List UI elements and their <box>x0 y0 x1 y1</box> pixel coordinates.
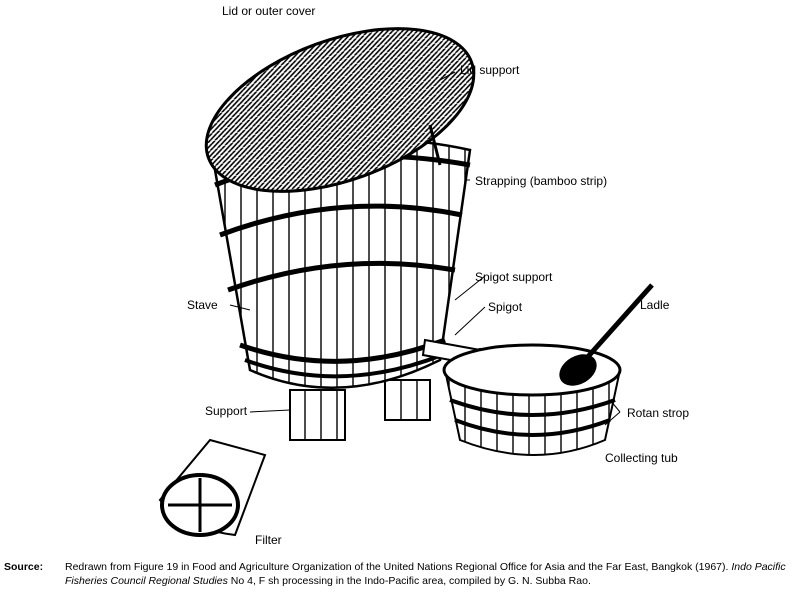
filter <box>158 438 267 537</box>
source-italic: Indo Pacific Fisheries Council Regional … <box>65 561 786 587</box>
ladle <box>559 283 654 386</box>
source-key: Source: <box>4 561 44 573</box>
lid-cover <box>204 27 476 193</box>
label-spigot: Spigot <box>488 300 523 314</box>
label-support: Support <box>205 404 248 418</box>
label-filter: Filter <box>255 533 282 547</box>
source-text-1: Redrawn from Figure 19 in Food and Agric… <box>65 561 732 573</box>
leader-lines <box>229 71 621 426</box>
label-ladle: Ladle <box>640 298 670 312</box>
label-rotan-strop: Rotan strop <box>627 406 690 420</box>
label-strapping: Strapping (bamboo strip) <box>475 174 608 188</box>
label-lid-support: Lid support <box>460 63 520 77</box>
source-caption: Source: Redrawn from Figure 19 in Food a… <box>4 560 789 588</box>
label-spigot-support: Spigot support <box>475 270 553 284</box>
support-blocks <box>289 379 431 441</box>
fish-sauce-barrel-illustration <box>158 27 654 537</box>
label-collecting-tub: Collecting tub <box>605 451 678 465</box>
label-lid: Lid or outer cover <box>222 4 316 18</box>
label-stave: Stave <box>187 298 218 312</box>
source-text-2: No 4, F sh processing in the Indo-Pacifi… <box>227 575 591 587</box>
barrel <box>213 137 472 389</box>
